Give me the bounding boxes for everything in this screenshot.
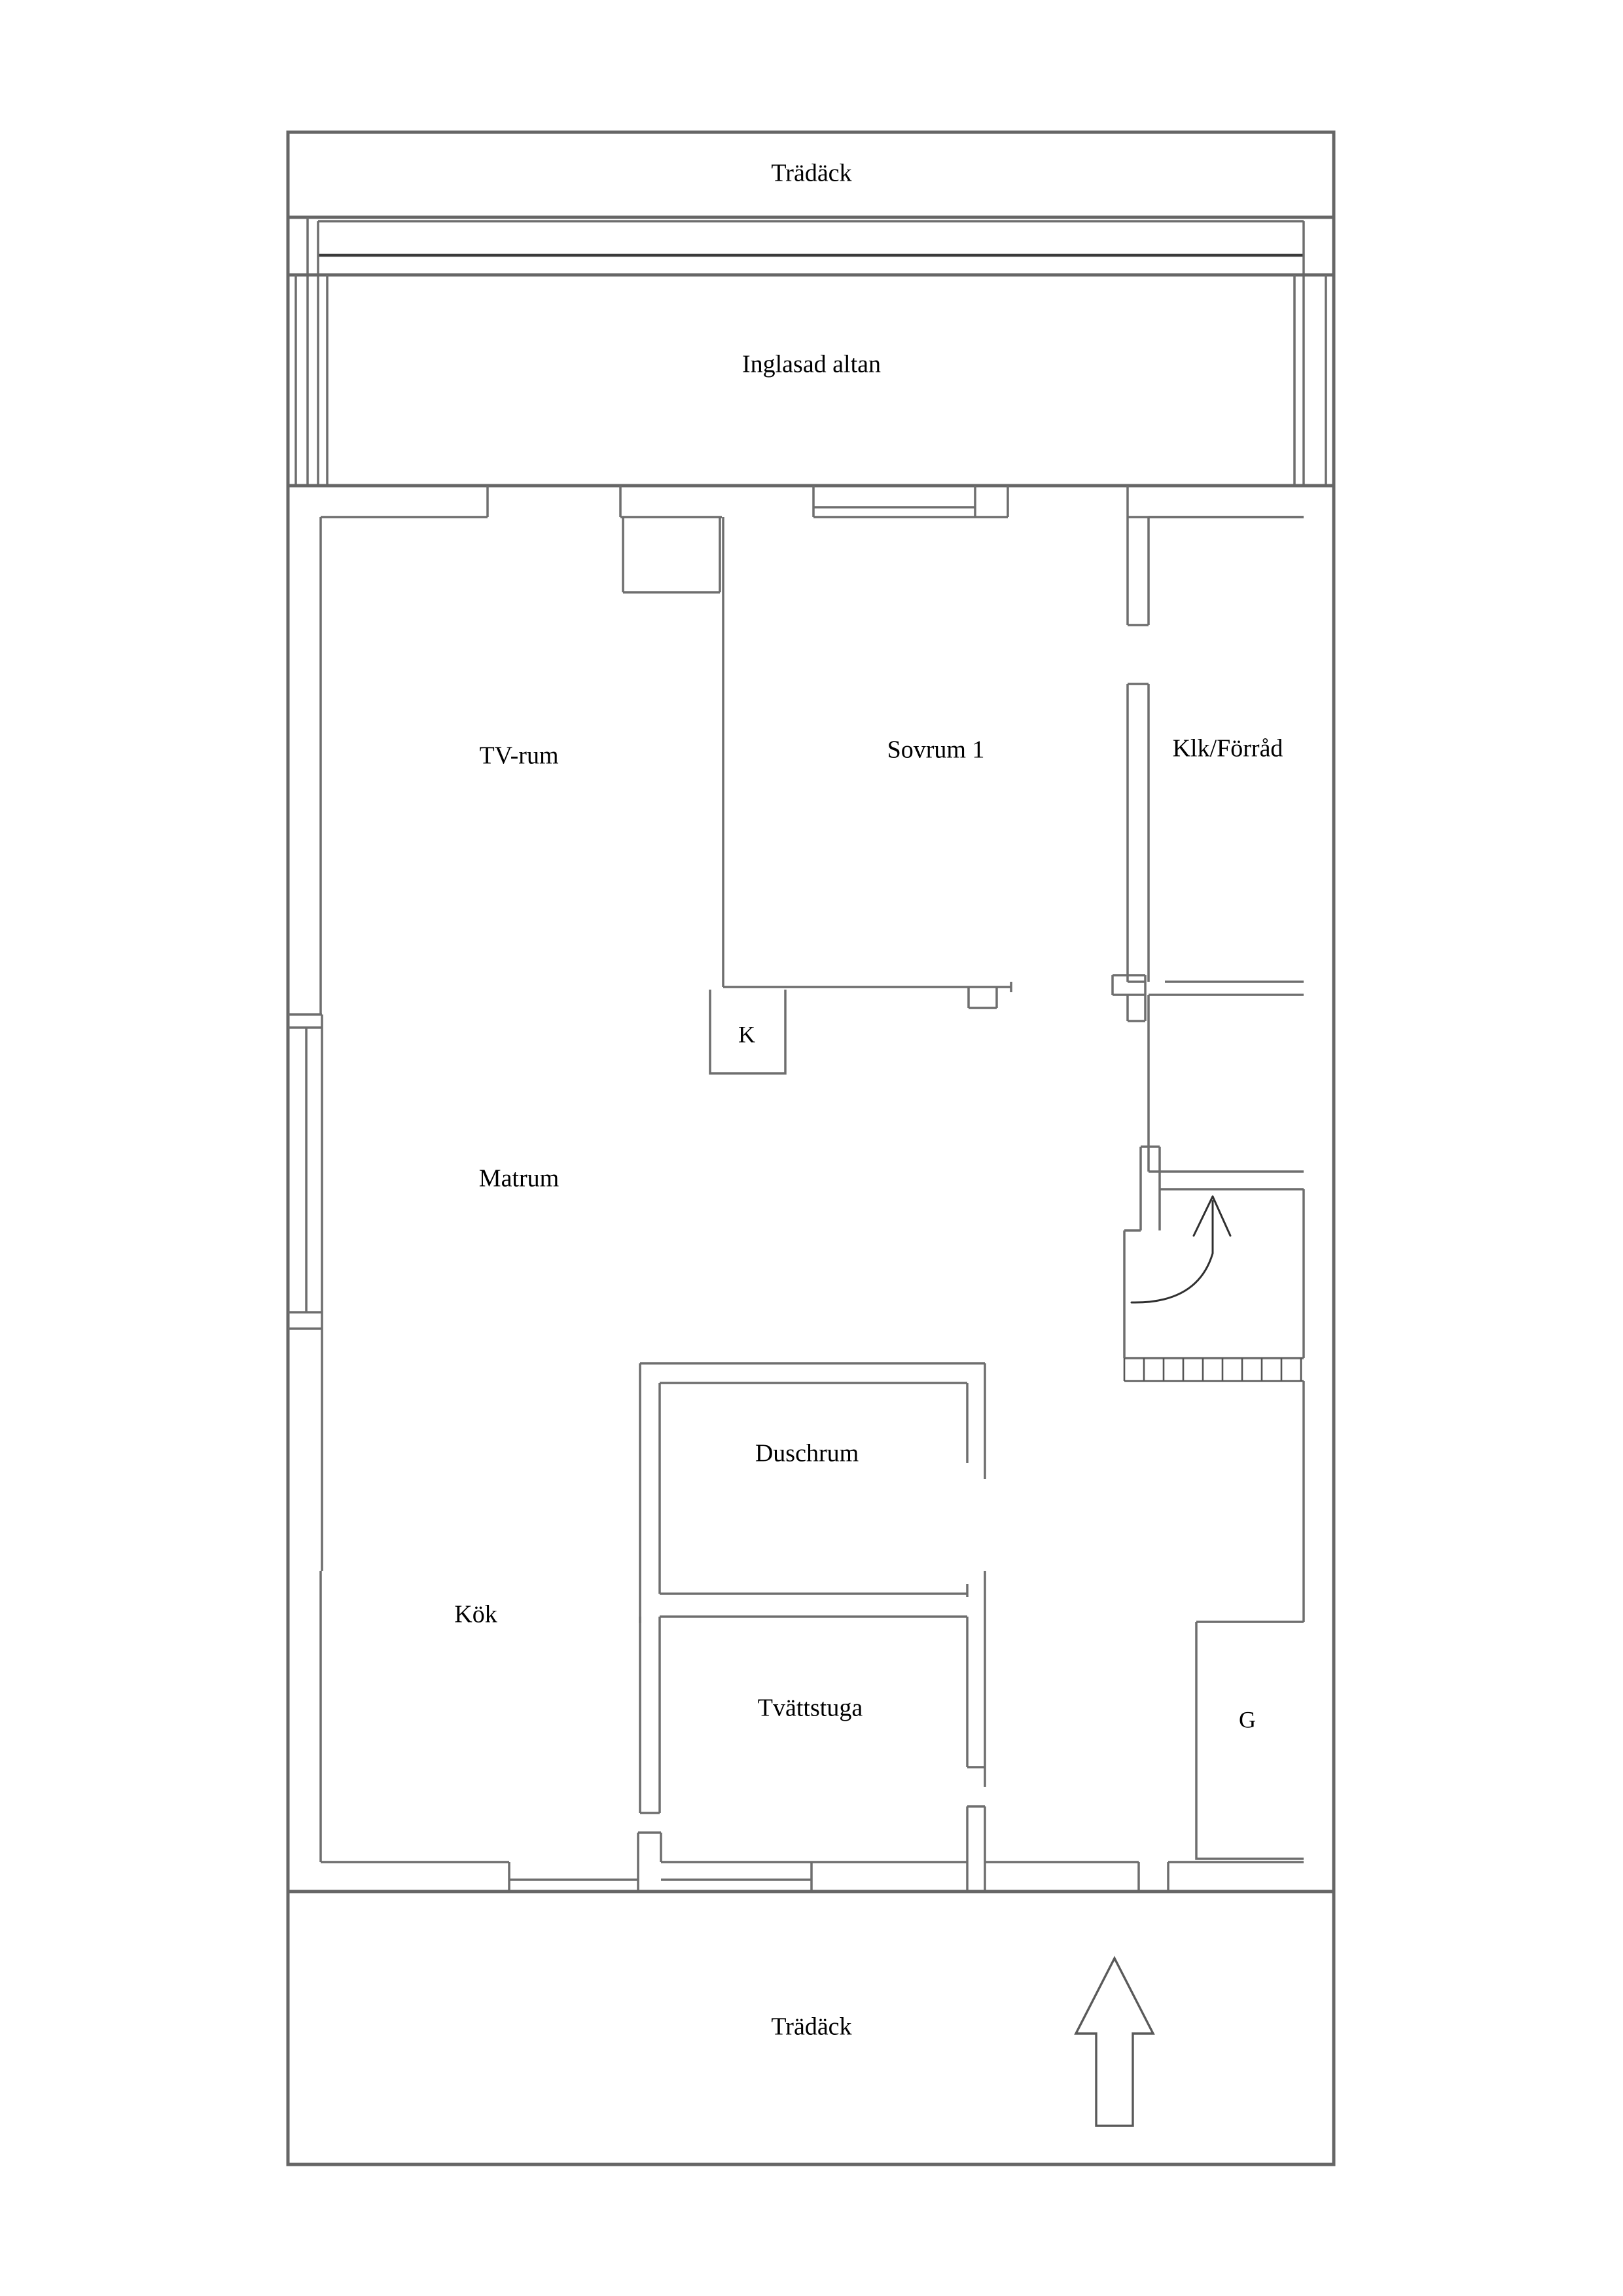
fixture-labels: K G [738, 1021, 1256, 1732]
label-inglasad-altan: Inglasad altan [742, 351, 881, 378]
entrance-arrow-icon [1074, 1956, 1155, 2127]
tradack-bottom-outline [286, 1890, 1336, 2166]
bottom-interior-wall-band [319, 1571, 1304, 1892]
matrum-left-window [288, 1013, 323, 1571]
label-kok: Kök [454, 1601, 497, 1628]
stair-up-arrow-icon [1130, 1195, 1232, 1304]
tv-rum-walls [319, 517, 724, 1014]
duschrum-walls [639, 1362, 986, 1787]
label-klk-forrad: Klk/Förråd [1173, 735, 1283, 762]
label-matrum: Matrum [479, 1165, 559, 1193]
label-tvattstuga: Tvättstuga [758, 1695, 863, 1722]
staircase [1123, 1145, 1305, 1382]
tvattstuga-walls [639, 1617, 986, 1892]
sovrum-1-walls [709, 982, 1012, 1075]
label-sovrum-1: Sovrum 1 [887, 736, 985, 764]
klk-forrad-walls [1111, 516, 1304, 1173]
inglasad-altan-outline [286, 215, 1336, 488]
label-closet-k: K [738, 1021, 755, 1047]
label-duschrum: Duschrum [755, 1440, 859, 1467]
label-tv-rum: TV-rum [479, 742, 558, 770]
top-interior-wall-band [321, 486, 1304, 518]
label-tradack-top: Trädäck [771, 160, 851, 187]
stair-treads [1123, 1358, 1304, 1382]
garderob-box [1195, 1621, 1304, 1860]
label-garderob-g: G [1239, 1706, 1256, 1732]
label-tradack-bottom: Trädäck [771, 2013, 851, 2041]
room-labels: Trädäck Inglasad altan TV-rum Sovrum 1 K… [454, 160, 1283, 2041]
